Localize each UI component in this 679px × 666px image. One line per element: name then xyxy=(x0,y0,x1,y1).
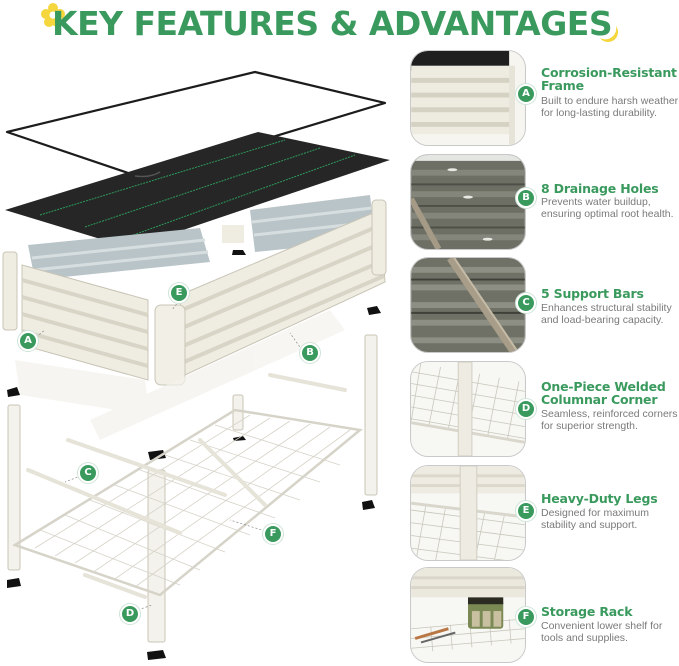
badge-e: E xyxy=(516,501,536,521)
bottom-panels xyxy=(15,310,345,440)
badge-c: C xyxy=(516,293,536,313)
feature-description: Built to endure harsh weather for long-l… xyxy=(541,95,679,119)
support-bars xyxy=(26,373,347,599)
legs xyxy=(7,334,378,643)
feature-title: Storage Rack xyxy=(541,604,633,619)
badge-b: B xyxy=(516,188,536,208)
exploded-diagram: A B C D E F xyxy=(0,48,400,666)
feature-image-storage-rack xyxy=(410,567,526,663)
feature-image-legs xyxy=(410,465,526,561)
feature-title: Corrosion-Resistant Frame xyxy=(541,65,677,93)
badge-f: F xyxy=(516,607,536,627)
feature-drainage-holes: B 8 Drainage Holes Prevents water buildu… xyxy=(408,154,679,254)
callout-d: D xyxy=(120,604,140,624)
foot-caps xyxy=(7,250,381,660)
callout-b: B xyxy=(300,343,320,363)
feature-corrosion-resistant-frame: A Corrosion-Resistant Frame Built to end… xyxy=(408,50,679,150)
feature-title: 5 Support Bars xyxy=(541,286,644,301)
side-panel-left xyxy=(21,264,149,381)
feature-title: 8 Drainage Holes xyxy=(541,181,659,196)
feature-welded-columnar-corner: D One-Piece Welded Columnar Corner Seaml… xyxy=(408,361,679,461)
feature-image-frame xyxy=(410,50,526,146)
feature-storage-rack: F Storage Rack Convenient lower shelf fo… xyxy=(408,567,679,666)
feature-description: Designed for maximum stability and suppo… xyxy=(541,507,649,531)
weed-barrier-fabric xyxy=(5,132,390,248)
header: KEY FEATURES & ADVANTAGES xyxy=(0,0,679,48)
crescent-decor-icon xyxy=(600,26,618,42)
badge-a: A xyxy=(516,84,536,104)
callout-a: A xyxy=(18,331,38,351)
back-panels xyxy=(28,195,375,280)
flower-icon xyxy=(41,3,65,27)
feature-image-corner xyxy=(410,361,526,457)
badge-d: D xyxy=(516,399,536,419)
callout-f: F xyxy=(263,524,283,544)
page-title: KEY FEATURES & ADVANTAGES xyxy=(52,4,613,43)
feature-title: One-Piece Welded Columnar Corner xyxy=(541,379,666,407)
feature-description: Convenient lower shelf for tools and sup… xyxy=(541,620,663,644)
feature-title: Heavy-Duty Legs xyxy=(541,491,658,506)
wire-storage-shelf xyxy=(12,408,363,597)
feature-image-support-bars xyxy=(410,257,526,353)
feature-description: Prevents water buildup, ensuring optimal… xyxy=(541,196,674,220)
callout-c: C xyxy=(78,463,98,483)
callout-e: E xyxy=(169,283,189,303)
trellis-frame xyxy=(5,70,387,179)
feature-description: Seamless, reinforced corners for superio… xyxy=(541,408,678,432)
feature-image-drainage xyxy=(410,154,526,250)
raised-bed-exploded-illustration xyxy=(2,70,390,660)
feature-description: Enhances structural stability and load-b… xyxy=(541,302,672,326)
feature-support-bars: C 5 Support Bars Enhances structural sta… xyxy=(408,257,679,357)
feature-heavy-duty-legs: E Heavy-Duty Legs Designed for maximum s… xyxy=(408,465,679,565)
